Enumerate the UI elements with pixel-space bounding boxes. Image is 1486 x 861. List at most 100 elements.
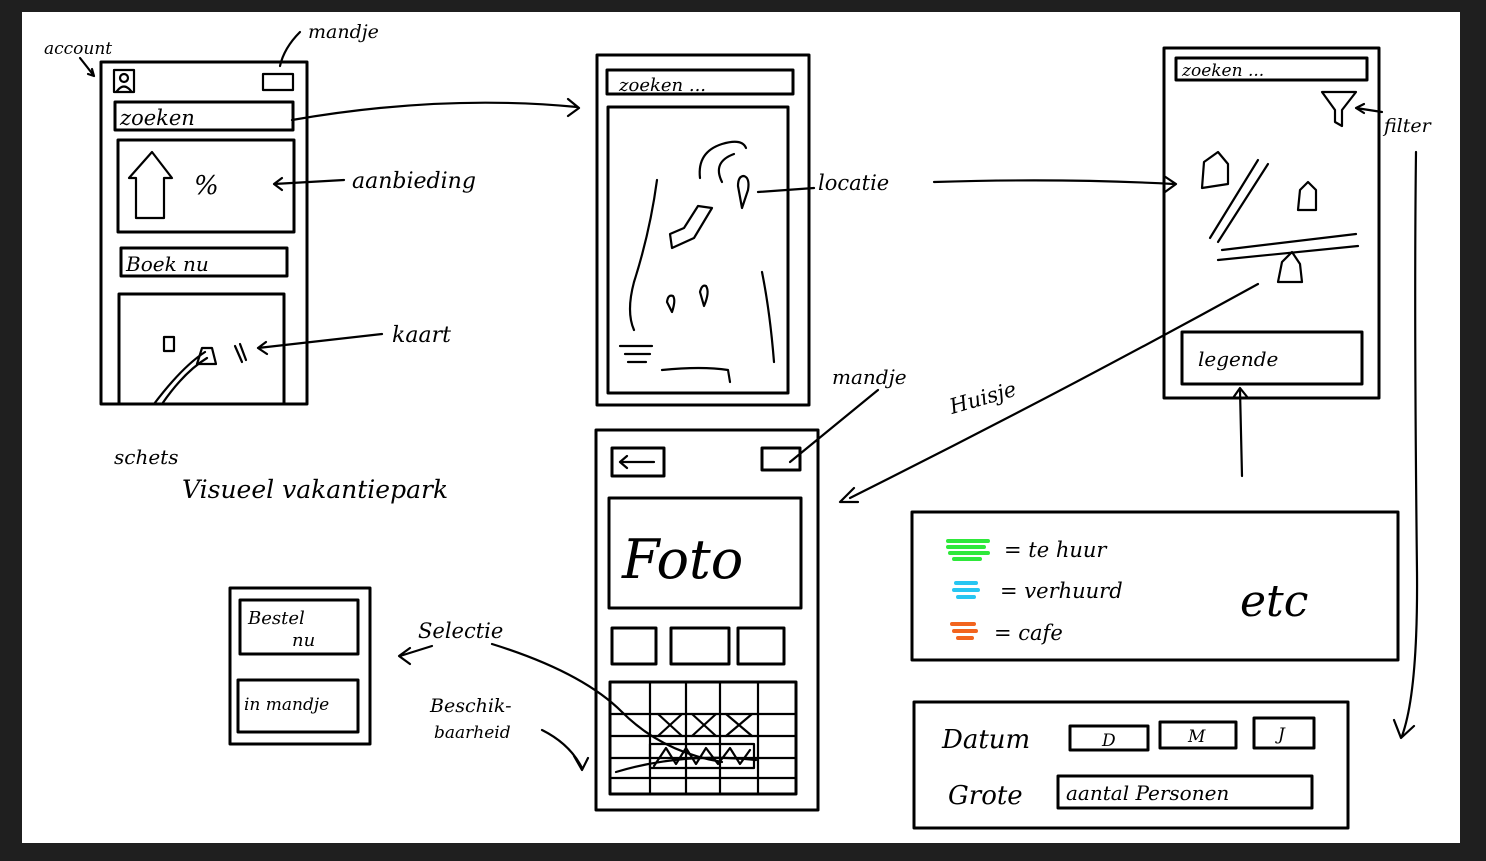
persons-input-label: aantal Personen <box>1066 781 1229 805</box>
map-pin-icon <box>195 346 218 366</box>
home-search-label: zoeken <box>119 106 195 130</box>
basket-arrow <box>278 30 302 68</box>
map-small-house-icon <box>162 335 176 353</box>
filter-search-bar[interactable] <box>1174 56 1369 82</box>
legend-etc: etc <box>1240 576 1308 627</box>
legend-label: legende <box>1198 347 1278 371</box>
filter-search-label: zoeken ... <box>1181 61 1264 81</box>
house-icon-1 <box>1200 150 1230 190</box>
sketch-canvas: zoeken % Boek nu account mandje aanbiedi… <box>22 12 1460 843</box>
map-arrow <box>256 332 384 356</box>
account-annotation: account <box>44 39 112 59</box>
screen-detail: Foto <box>594 428 820 812</box>
thumbnail-1[interactable] <box>610 626 658 666</box>
map-annotation: kaart <box>392 323 451 348</box>
year-button[interactable] <box>1252 716 1316 750</box>
legend-cafe: = cafe <box>994 621 1063 645</box>
location-arrow-right <box>932 174 1178 194</box>
day-button[interactable] <box>1068 724 1150 752</box>
order-now-button[interactable] <box>238 598 360 656</box>
screen-home: zoeken % Boek nu <box>99 60 309 406</box>
availability-grid[interactable] <box>608 680 798 796</box>
house-icon-2 <box>1296 180 1318 212</box>
account-icon[interactable] <box>112 68 136 94</box>
availability-annotation-2: baarheid <box>434 723 511 743</box>
offer-annotation: aanbieding <box>352 169 476 194</box>
park-map[interactable] <box>606 105 790 395</box>
house-to-detail-arrow <box>838 282 1260 504</box>
day-button-label: D <box>1101 731 1116 751</box>
basket-arrow-mid <box>788 388 880 464</box>
add-to-basket-label: in mandje <box>244 695 329 715</box>
persons-input[interactable] <box>1056 774 1314 810</box>
home-phone-frame <box>99 60 309 406</box>
sketch-caption-2: Visueel vakantiepark <box>182 475 448 504</box>
offer-percent: % <box>194 171 219 201</box>
year-button-label: J <box>1275 725 1286 745</box>
legend-panel: = te huur = verhuurd = cafe etc <box>910 510 1400 662</box>
filter-arrow <box>1354 102 1384 115</box>
book-now-button[interactable] <box>119 246 289 278</box>
back-button[interactable] <box>610 446 666 478</box>
house-icon <box>127 150 174 220</box>
location-pin-icon <box>736 174 750 210</box>
legend-button[interactable] <box>1180 330 1364 386</box>
map-marker-icon <box>233 342 248 364</box>
thumbnail-2[interactable] <box>669 626 731 666</box>
screen-filter: zoeken ... legende <box>1162 46 1381 400</box>
offer-arrow <box>272 176 346 192</box>
filter-icon[interactable] <box>1320 90 1358 128</box>
screen-map: zoeken ... <box>595 53 811 407</box>
size-label: Grote <box>948 781 1023 811</box>
selection-curve <box>490 642 724 764</box>
filter-annotation: filter <box>1382 115 1433 137</box>
detail-basket-icon[interactable] <box>760 446 802 472</box>
date-label: Datum <box>941 725 1030 755</box>
detail-phone-frame <box>594 428 820 812</box>
basket-annotation-mid: mandje <box>832 365 907 389</box>
legend-arrow <box>1231 386 1250 478</box>
house-icon-3 <box>1276 250 1304 284</box>
sketch-caption-1: schets <box>114 445 178 469</box>
location-annotation: locatie <box>818 171 889 195</box>
thumbnail-3[interactable] <box>736 626 786 666</box>
order-now-label-1: Bestel <box>247 608 305 629</box>
add-to-basket-button[interactable] <box>236 678 360 734</box>
selection-arrow <box>397 644 434 666</box>
legend-te-huur: = te huur <box>1004 538 1108 562</box>
location-arrow-left <box>756 186 816 194</box>
legend-panel-frame <box>910 510 1400 662</box>
screen-order: Bestel nu in mandje <box>228 586 372 746</box>
legend-verhuurd: = verhuurd <box>1000 579 1123 603</box>
map-search-bar[interactable] <box>605 68 795 96</box>
photo-label: Foto <box>621 528 743 591</box>
filter-options-frame <box>912 700 1350 830</box>
account-arrow <box>78 56 96 78</box>
month-button[interactable] <box>1158 720 1238 750</box>
map-search-label: zoeken ... <box>618 75 706 96</box>
map-pin-icon-2 <box>665 294 676 314</box>
map-pin-icon-3 <box>698 284 709 308</box>
search-to-map-arrow <box>290 97 581 122</box>
filter-phone-frame <box>1162 46 1381 400</box>
wireframe-sketch: zoeken % Boek nu account mandje aanbiedi… <box>44 21 1433 830</box>
basket-annotation-top: mandje <box>308 21 379 43</box>
offer-banner[interactable] <box>116 138 296 234</box>
home-search-bar[interactable] <box>113 100 295 132</box>
legend-swatch-te-huur <box>946 539 990 561</box>
map-phone-frame <box>595 53 811 407</box>
back-arrow-icon <box>618 454 656 470</box>
availability-arrow <box>540 728 590 772</box>
order-now-label-2: nu <box>292 630 315 651</box>
basket-icon[interactable] <box>261 72 295 92</box>
filter-to-options-arrow <box>1392 150 1419 740</box>
month-button-label: M <box>1187 727 1206 747</box>
availability-annotation-1: Beschik- <box>429 695 512 717</box>
house-annotation: Huisje <box>946 377 1019 419</box>
home-map-preview[interactable] <box>117 292 286 406</box>
photo-area <box>607 496 803 610</box>
filter-options-panel: Datum D M J Grote aantal Personen <box>912 700 1350 830</box>
legend-swatch-cafe <box>950 622 978 640</box>
legend-swatch-verhuurd <box>952 581 980 599</box>
order-popup-frame <box>228 586 372 746</box>
